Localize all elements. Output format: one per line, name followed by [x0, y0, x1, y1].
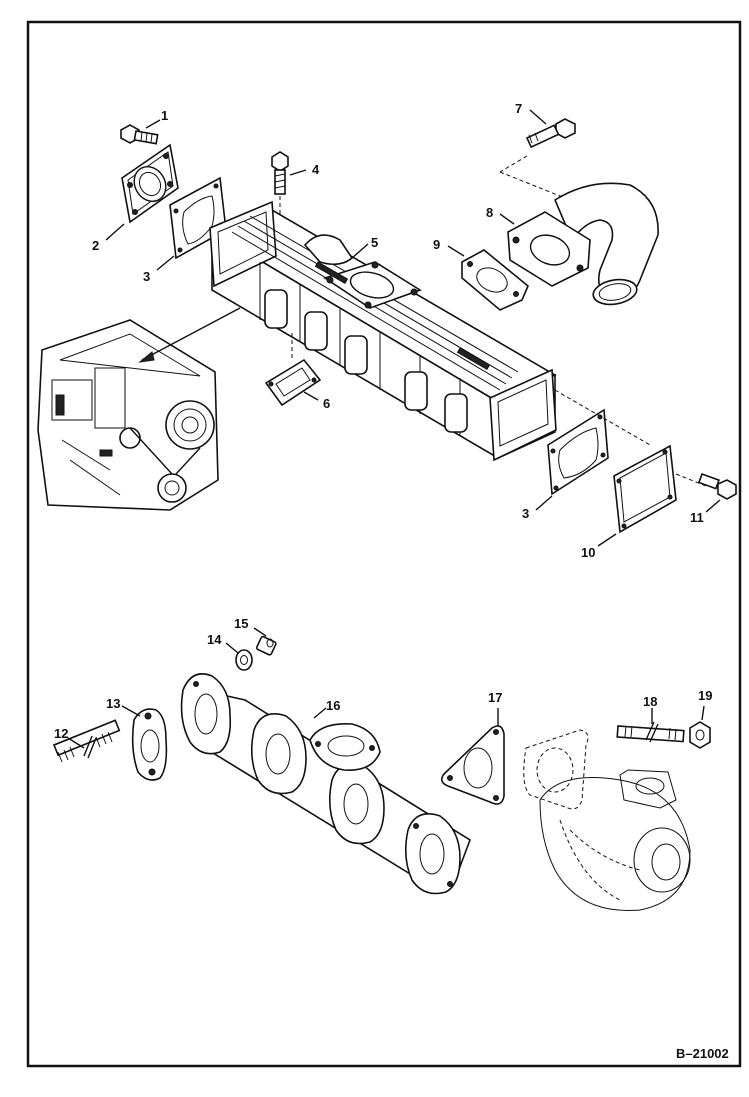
callout-19: 19: [698, 688, 712, 703]
nut-part-15: [255, 635, 277, 656]
engine-reference-image: [37, 319, 219, 511]
gasket-part-17: [440, 725, 505, 805]
callout-2: 2: [92, 238, 99, 253]
diagram-border: [26, 20, 742, 1068]
callout-3b: 3: [522, 506, 529, 521]
callout-9: 9: [433, 237, 440, 252]
intake-manifold-part-5: [209, 200, 557, 462]
callout-16: 16: [326, 698, 340, 713]
callout-6: 6: [323, 396, 330, 411]
flange-plate-part-2: [121, 143, 179, 224]
nut-part-19: [689, 721, 711, 749]
bolt-part-1: [120, 124, 159, 145]
bolt-part-4: [271, 151, 289, 195]
callout-8: 8: [486, 205, 493, 220]
cover-plate-part-10: [613, 444, 677, 534]
bolt-part-7: [525, 118, 576, 149]
callout-13: 13: [106, 696, 120, 711]
gasket-part-6: [264, 358, 322, 407]
callout-15: 15: [234, 616, 248, 631]
exhaust-manifold-part-16: [180, 673, 471, 895]
callout-12: 12: [54, 726, 68, 741]
stud-part-18: [616, 721, 685, 743]
callout-11: 11: [690, 510, 704, 525]
gasket-part-13: [131, 708, 168, 781]
callout-18: 18: [643, 694, 657, 709]
callout-4: 4: [312, 162, 320, 177]
figure-id: B–21002: [676, 1046, 729, 1061]
bolt-part-11: [697, 472, 737, 500]
callout-3a: 3: [143, 269, 150, 284]
turbocharger-reference: [523, 729, 691, 911]
callout-17: 17: [488, 690, 502, 705]
callout-1: 1: [161, 108, 168, 123]
callout-10: 10: [581, 545, 595, 560]
elbow-pipe-part-8: [507, 182, 659, 306]
gasket-part-9: [461, 249, 529, 311]
stud-part-12: [52, 719, 121, 763]
washer-part-14: [235, 649, 253, 671]
callout-7: 7: [515, 101, 522, 116]
gasket-part-3-upper: [169, 176, 227, 260]
callout-14: 14: [207, 632, 222, 647]
gasket-part-3-lower: [547, 408, 609, 496]
callout-5: 5: [371, 235, 378, 250]
